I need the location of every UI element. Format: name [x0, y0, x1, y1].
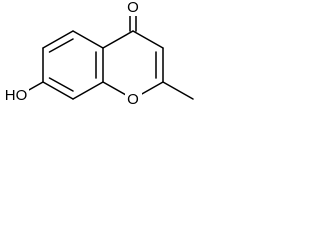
carbonyl-oxygen-label-background: [125, 0, 142, 16]
bond-c4a-c5: [72, 30, 104, 49]
bond-c7-c8: [42, 81, 74, 100]
chemical-structure-figure: O O HO: [0, 0, 230, 138]
hydroxyl-label: HO: [5, 87, 28, 104]
atom-label-backgrounds: [2, 0, 142, 108]
bond-c4-c3: [132, 30, 164, 49]
hydroxyl-label-background: [2, 87, 29, 105]
ring-oxygen-label-background: [125, 91, 142, 108]
bond-inner-c7-c8: [48, 77, 74, 92]
bond-methyl: [162, 81, 194, 100]
carbonyl-oxygen-label: O: [127, 0, 139, 16]
atom-labels: O O HO: [5, 0, 139, 108]
bond-c4a-c4: [102, 30, 134, 49]
bond-inner-c5-c6: [48, 38, 74, 53]
ring-oxygen-label: O: [127, 91, 139, 108]
bond-c8-c8a: [72, 81, 104, 100]
chromone-structure-diagram: O O HO: [2, 0, 194, 108]
bond-lines: [19, 11, 194, 100]
bond-c5-c6: [42, 30, 74, 49]
